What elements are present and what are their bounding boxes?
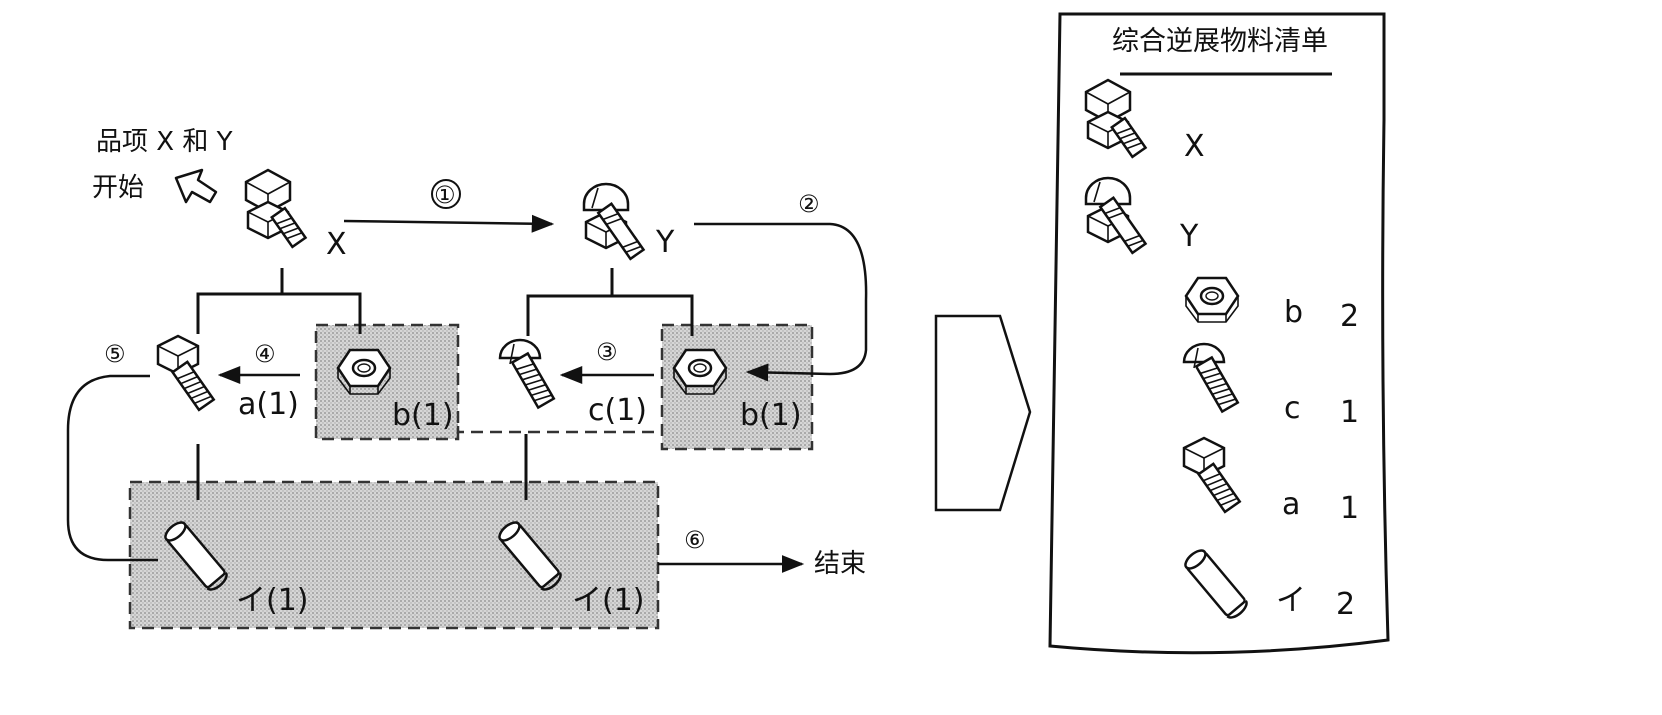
bom-row-qty: 1 [1340,395,1359,430]
bom-row-qty: 2 [1340,299,1359,334]
bom-sheet [1048,12,1390,655]
node-i1-label: イ(1) [236,583,309,618]
bom-title: 综合逆展物料清单 [1112,26,1328,57]
node-x-label: X [326,227,347,262]
step-3-label: ③ [596,338,618,366]
node-b2-label: b(1) [740,398,802,433]
hex-bolt-a-icon [156,334,215,412]
bom-row-item: X [1184,129,1205,164]
step-5-label: ⑤ [104,340,126,368]
group-box-pins [128,480,660,630]
bolt-x-icon [244,168,307,249]
start-items-label: 品项 X 和 Y [96,127,233,157]
step-1-label: ① [434,181,456,209]
start-arrow-icon [174,168,218,204]
node-i2-label: イ(1) [572,583,645,618]
bom-row-item: a [1282,487,1300,522]
bolt-y-icon [582,182,645,261]
step-4-label: ④ [254,340,276,368]
node-a-label: a(1) [238,387,299,422]
node-c-label: c(1) [588,393,647,428]
screw-c-icon [498,338,556,409]
start-label: 开始 [92,173,144,203]
node-y-label: Y [655,225,675,260]
bom-row-qty: 1 [1340,491,1359,526]
bom-row-item: b [1284,295,1303,330]
step-6-label: ⑥ [684,526,706,554]
result-arrow-icon [934,314,1032,512]
bom-row-item: イ [1276,583,1306,618]
end-label: 结束 [814,549,866,579]
node-b1-label: b(1) [392,398,454,433]
bom-row-item: c [1284,391,1301,426]
bom-row-item: Y [1179,219,1199,254]
step-2-label: ② [798,190,820,218]
bom-row-qty: 2 [1336,587,1355,622]
